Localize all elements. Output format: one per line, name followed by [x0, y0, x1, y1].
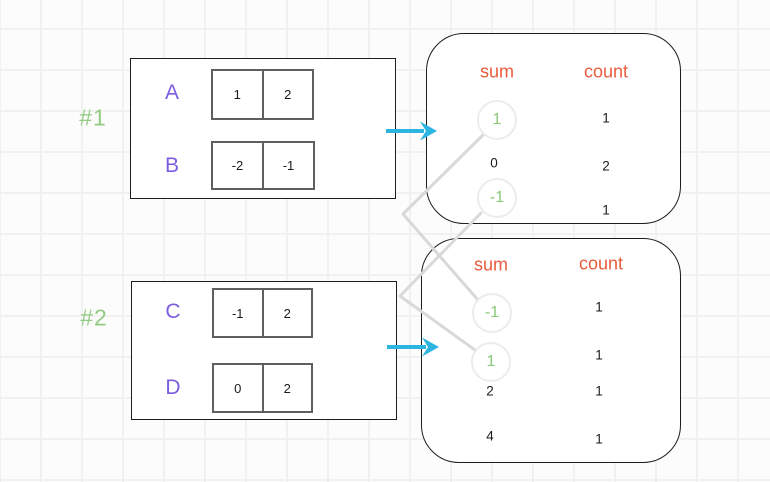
group2-sum-value-highlighted: 1: [471, 342, 511, 382]
array-c-cell-1: 2: [261, 290, 312, 336]
group2-sum-value: 2: [486, 383, 494, 399]
array-b-cells: -2 -1: [211, 141, 315, 190]
group2-sum-value: 4: [486, 428, 494, 444]
group1-count-value: 2: [602, 158, 610, 174]
array-d-cell-1: 2: [261, 365, 312, 411]
group1-sum-value-highlighted: -1: [477, 178, 517, 218]
group2-count-value: 1: [595, 299, 603, 315]
group1-sum-header: sum: [479, 61, 515, 82]
array-a-label: A: [164, 81, 180, 104]
group2-count-value: 1: [595, 431, 603, 447]
group1-sum-value-highlighted: 1: [477, 100, 517, 140]
group1-sum-value: 0: [490, 155, 498, 171]
array-c-label: C: [165, 300, 181, 323]
array-d-label: D: [165, 376, 181, 399]
group2-sum-header: sum: [473, 254, 509, 275]
array-d-cells: 0 2: [212, 363, 313, 413]
array-b-label: B: [164, 154, 180, 177]
group1-tag: #1: [79, 104, 107, 131]
array-b-cell-0: -2: [231, 158, 244, 173]
group2-sum-value-highlighted: -1: [472, 293, 512, 333]
group1-count-header: count: [583, 61, 629, 82]
group2-count-header: count: [578, 253, 624, 274]
group1-count-value: 1: [602, 110, 610, 126]
array-c-cell-0: -1: [231, 305, 244, 321]
array-d-cell-0: 0: [234, 380, 242, 396]
array-c-cells: -1 2: [212, 288, 313, 338]
array-a-cell-1: 2: [261, 71, 313, 118]
group2-tag: #2: [80, 304, 108, 331]
group2-count-value: 1: [595, 347, 603, 363]
array-a-cells: 1 2: [211, 69, 314, 120]
array-a-cell-0: 1: [233, 87, 241, 102]
array-b-cell-1: -1: [262, 143, 313, 188]
group2-count-value: 1: [595, 383, 603, 399]
group1-count-value: 1: [602, 202, 610, 218]
